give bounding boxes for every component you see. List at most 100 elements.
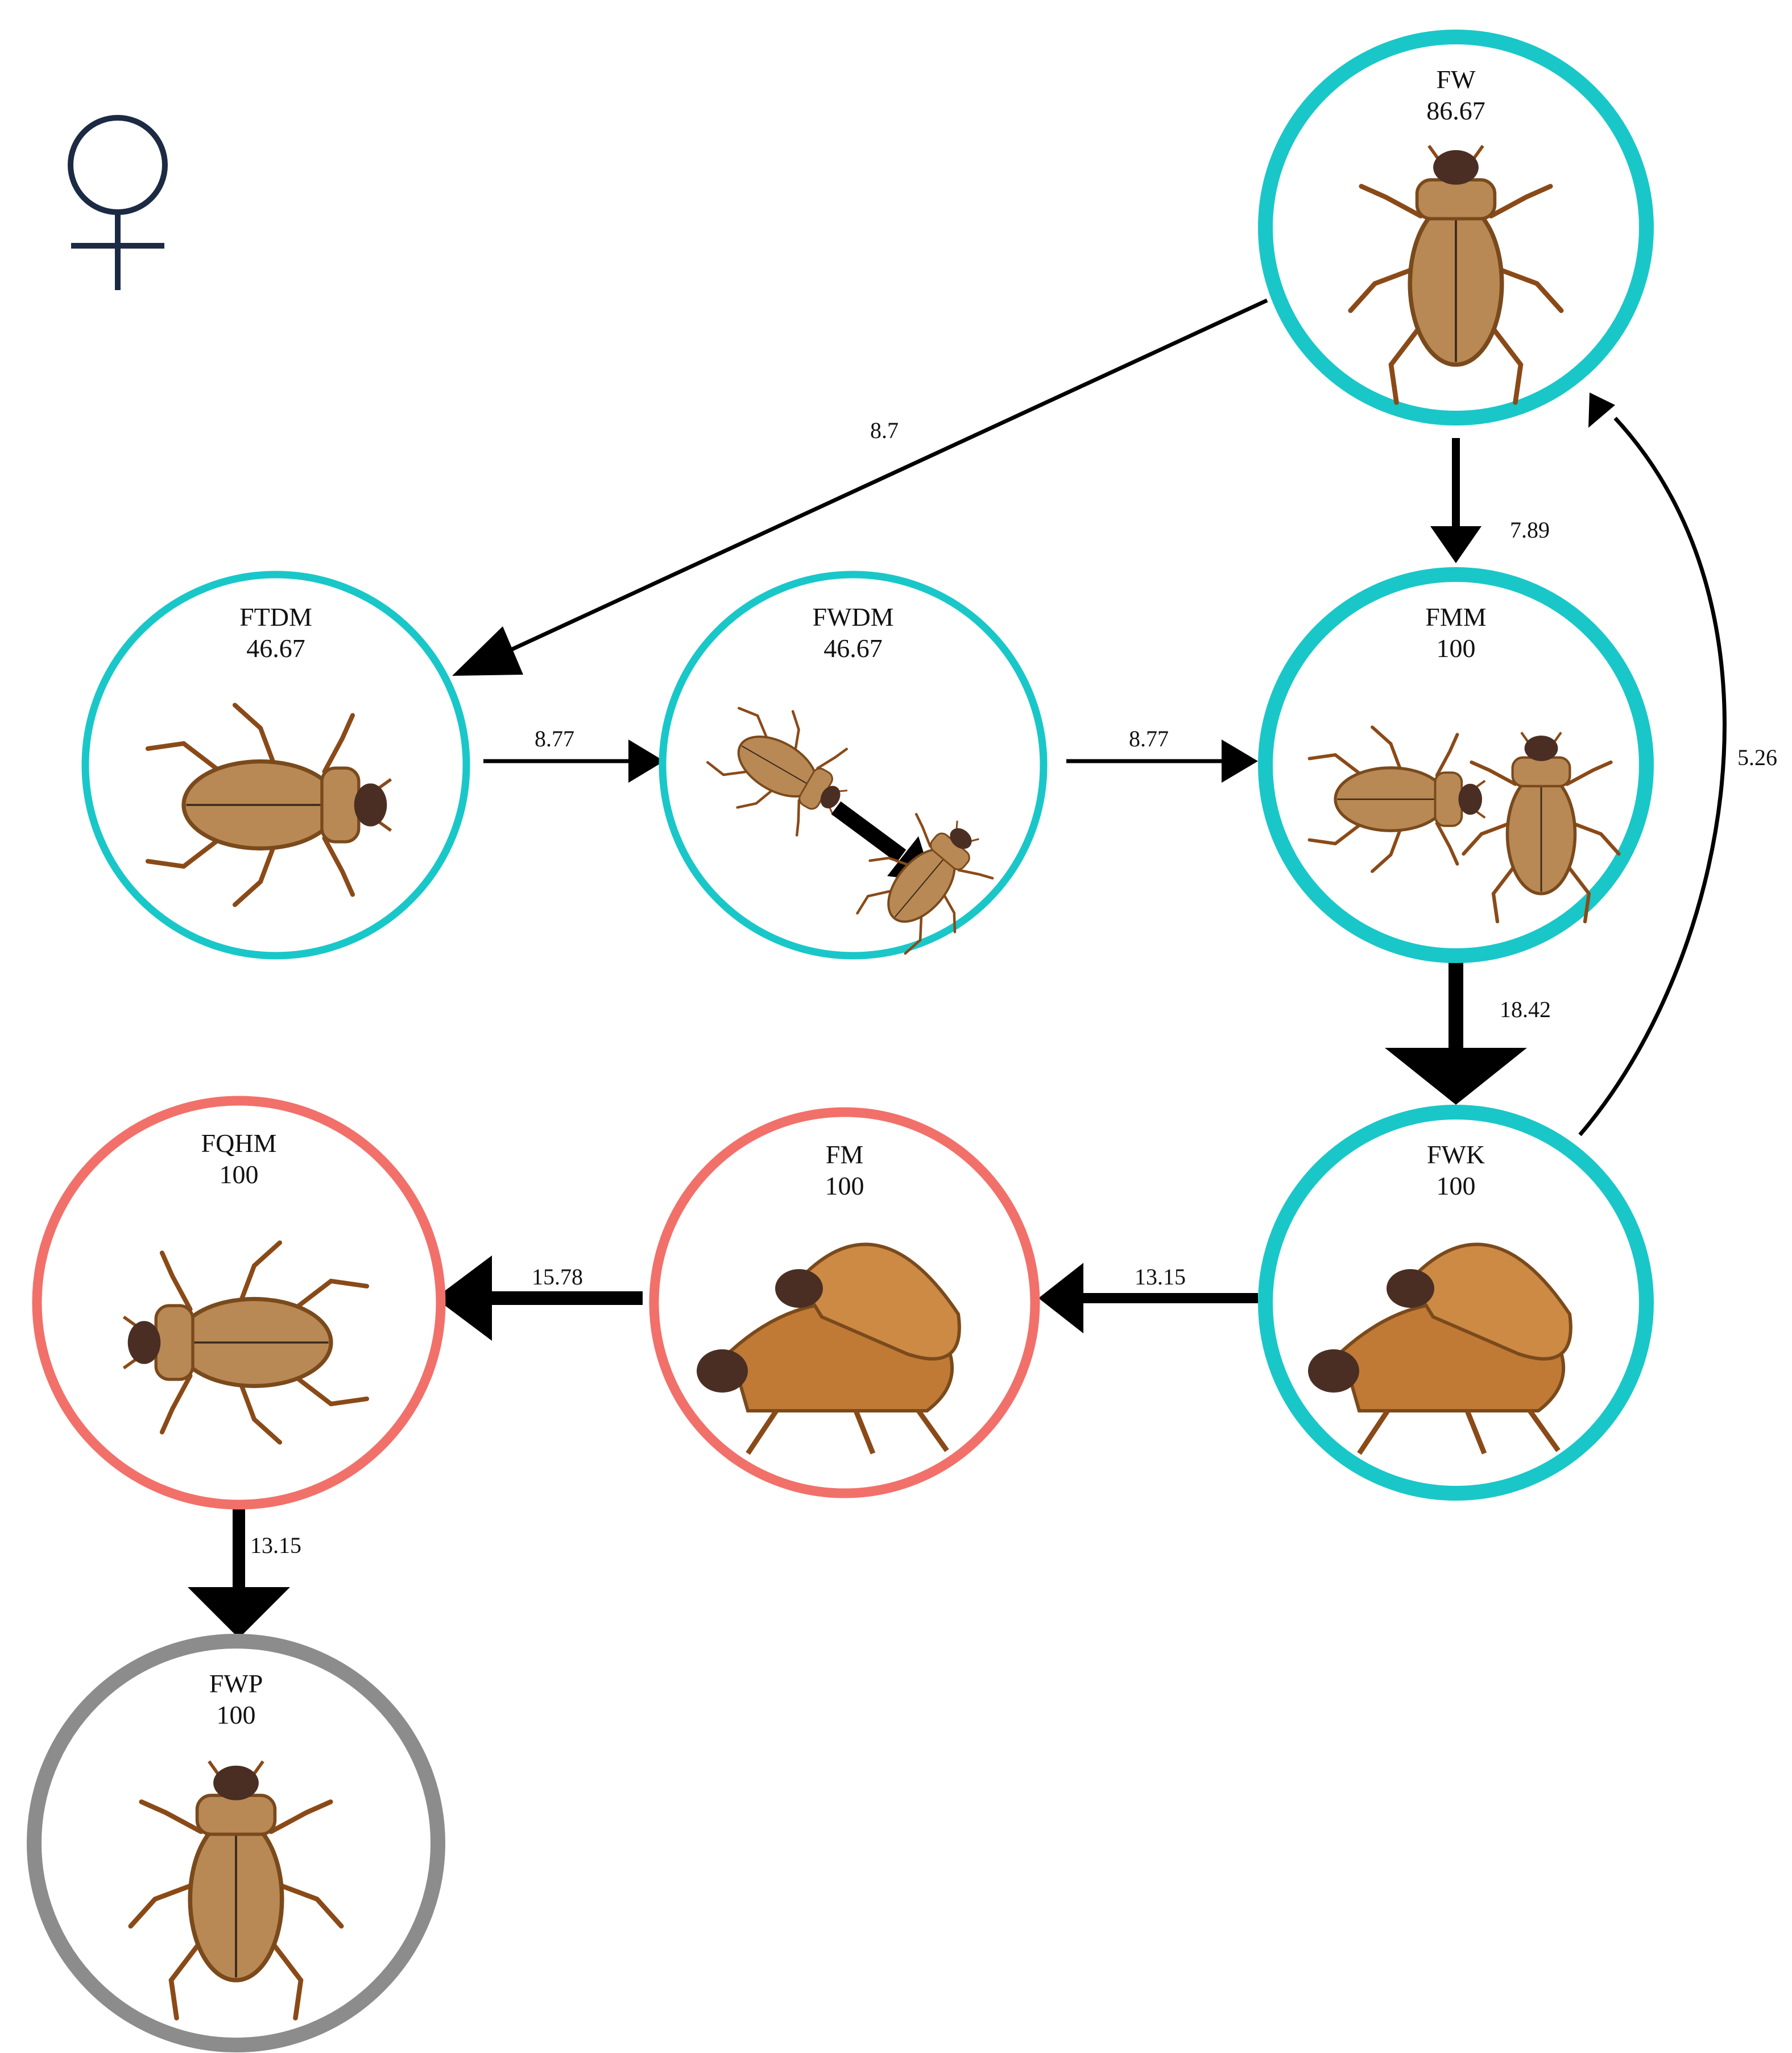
beetle-head: [1458, 783, 1483, 815]
edge-fmm-to-fwk: 18.42: [1385, 961, 1551, 1105]
beetle-leg: [128, 1880, 201, 1929]
beetle-leg: [145, 741, 230, 779]
node-value: 100: [220, 1160, 259, 1189]
edge-fw-to-fmm: 7.89: [1430, 438, 1550, 563]
beetle-head: [213, 1765, 259, 1800]
node-name: FWK: [1427, 1140, 1485, 1169]
beetle-head: [1524, 736, 1558, 761]
beetle-icon: [1348, 144, 1564, 405]
beetle-leg: [1435, 821, 1459, 866]
upper-beetle-body: [1408, 1242, 1572, 1361]
beetle-head: [697, 1349, 748, 1393]
edge-value-label: 13.15: [1135, 1264, 1186, 1290]
beetle-icon: [122, 1240, 370, 1445]
beetle-leg: [736, 787, 776, 809]
beetle-legs: [746, 1409, 949, 1455]
beetle-leg: [1491, 265, 1564, 313]
beetle-leg: [145, 831, 230, 869]
beetle-leg: [236, 1375, 283, 1445]
node-illustration: [697, 1242, 961, 1455]
beetle-icon: [128, 1760, 344, 2021]
female-symbol: [68, 115, 168, 290]
arrowhead: [1588, 393, 1615, 428]
node-value: 100: [217, 1700, 256, 1729]
beetle-leg: [1567, 820, 1621, 856]
beetle-leg: [1307, 753, 1369, 781]
edge-value-label: 8.77: [535, 726, 574, 751]
edge-fw-to-ftdm: 8.7: [452, 298, 1268, 676]
beetle-leg: [1488, 184, 1553, 219]
beetle-pronotum: [1415, 178, 1497, 221]
beetle-icon: [145, 703, 392, 907]
beetle-pronotum: [1511, 756, 1571, 788]
edge-value-label: 13.15: [250, 1532, 301, 1558]
beetle-leg: [236, 1240, 283, 1310]
beetle-leg: [268, 1799, 333, 1835]
node-circle: [659, 571, 1048, 960]
beetle-leg: [168, 1931, 209, 2021]
node-name: FQHM: [201, 1129, 277, 1158]
beetle-head: [775, 1269, 823, 1308]
beetle-suture: [894, 857, 945, 918]
symbol-ring: [68, 115, 168, 215]
beetle-head: [1387, 1269, 1434, 1308]
beetle-leg: [271, 1880, 344, 1929]
arrowhead: [1222, 740, 1258, 783]
beetle-leg: [706, 761, 755, 776]
beetle-head: [354, 783, 387, 827]
upper-beetle-body: [797, 1242, 961, 1361]
edge-fm-to-fqhm: 15.78: [435, 1255, 643, 1341]
edge-fqhm-to-fwp: 13.15: [188, 1506, 301, 1638]
beetle-leg: [1348, 265, 1421, 313]
beetle-leg: [957, 869, 994, 880]
movement-arrow-shaft: [831, 801, 907, 863]
arrowhead: [435, 1255, 492, 1341]
beetle-leg: [322, 713, 355, 774]
beetle-leg: [263, 1931, 304, 2021]
arrowhead: [1385, 1048, 1527, 1105]
beetle-leg: [1359, 184, 1423, 219]
beetle-leg: [856, 888, 899, 915]
beetle-pronotum: [320, 766, 361, 844]
beetle-leg: [941, 890, 957, 933]
node-value: 100: [1437, 634, 1476, 663]
beetle-leg: [1462, 820, 1516, 856]
beetle-pronotum: [154, 1304, 194, 1381]
beetle-head: [1308, 1349, 1359, 1393]
beetle-icon: [1462, 732, 1621, 924]
node-illustration: [122, 1240, 370, 1445]
beetle-suture: [741, 745, 809, 785]
beetle-leg: [1561, 858, 1591, 924]
edge-fwk-to-fm: 13.15: [1038, 1263, 1258, 1333]
node-illustration: [145, 703, 392, 907]
node-value: 46.67: [823, 634, 883, 663]
beetle-pronotum: [1434, 771, 1463, 827]
edge-value-label: 18.42: [1500, 997, 1551, 1022]
node-name: FWP: [209, 1669, 263, 1698]
beetle-leg: [868, 856, 913, 868]
beetle-head: [950, 828, 972, 849]
beetle-leg: [1491, 858, 1521, 924]
beetle-leg: [285, 1368, 370, 1407]
beetle-leg: [904, 908, 923, 955]
node-value: 86.67: [1426, 96, 1485, 125]
beetle-leg: [159, 1250, 193, 1312]
beetle-leg: [791, 710, 800, 755]
arrowhead: [452, 626, 523, 676]
edge-value-label: 7.89: [1510, 517, 1550, 543]
node-value: 100: [825, 1171, 864, 1200]
beetle-leg: [816, 747, 848, 770]
arrowhead: [188, 1587, 290, 1638]
beetle-leg: [1371, 725, 1404, 775]
node-illustration: [1307, 725, 1621, 924]
node-illustration: [1348, 144, 1564, 405]
node-value: 100: [1437, 1171, 1476, 1200]
beetle-leg: [139, 1799, 204, 1835]
